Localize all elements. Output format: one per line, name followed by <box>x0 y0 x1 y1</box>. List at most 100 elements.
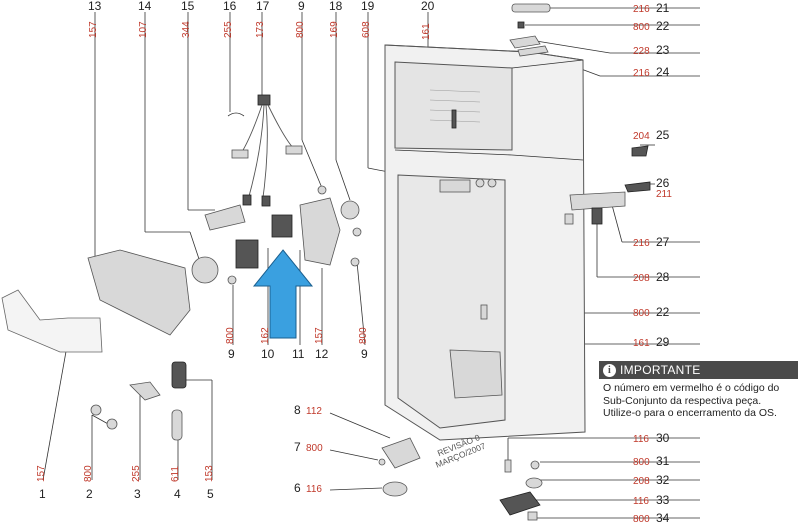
part-4 <box>171 409 183 441</box>
label-code: 800 <box>633 22 650 33</box>
label-number: 26 <box>656 176 670 190</box>
air-duct-parts <box>1 249 191 353</box>
label-number: 22 <box>656 305 670 319</box>
small-parts-bottom-left <box>90 361 187 441</box>
label-code: 173 <box>255 21 266 38</box>
part-2a <box>90 404 102 416</box>
label-number: 5 <box>207 487 214 501</box>
part-14 <box>191 256 219 284</box>
label-code: 611 <box>170 466 181 482</box>
label-code: 157 <box>88 21 99 38</box>
label-number: 21 <box>656 1 670 15</box>
label-code: 800 <box>225 327 236 344</box>
label-code: 153 <box>204 465 215 482</box>
label-number: 33 <box>656 493 670 507</box>
hinge-parts-bottom <box>499 459 543 521</box>
label-code: 800 <box>633 308 650 319</box>
important-line: Sub-Conjunto da respectiva peça. <box>603 394 762 407</box>
label-number: 15 <box>181 0 195 13</box>
callouts: 13 157 14 107 15 344 16 255 17 173 9 800… <box>36 0 672 524</box>
label-code: 216 <box>633 4 650 15</box>
label-code: 216 <box>633 68 650 79</box>
important-text: O número em vermelho é o código do Sub-C… <box>599 379 798 420</box>
label-number: 22 <box>656 19 670 33</box>
label-number: 27 <box>656 235 670 249</box>
part-17-connector <box>257 94 271 106</box>
label-number: 34 <box>656 511 670 524</box>
label-code: 162 <box>260 327 271 344</box>
label-number: 23 <box>656 43 670 57</box>
label-number: 28 <box>656 270 670 284</box>
label-number: 3 <box>134 487 141 501</box>
label-code: 107 <box>138 21 149 38</box>
label-code: 228 <box>633 46 650 57</box>
label-code: 608 <box>361 21 372 38</box>
label-number: 10 <box>261 347 275 361</box>
refrigerator-cabinet <box>384 44 586 441</box>
label-code: 800 <box>633 457 650 468</box>
label-code: 208 <box>633 476 650 487</box>
important-notice: i IMPORTANTE O número em vermelho é o có… <box>599 361 798 429</box>
info-icon: i <box>603 363 616 377</box>
evaporator-parts <box>191 94 362 285</box>
label-number: 17 <box>256 0 270 13</box>
part-12 <box>299 197 341 266</box>
label-code: 157 <box>314 327 325 344</box>
label-number: 24 <box>656 65 670 79</box>
label-code: 344 <box>181 21 192 38</box>
label-number: 1 <box>39 487 46 501</box>
label-number: 29 <box>656 335 670 349</box>
important-header: i IMPORTANTE <box>599 361 798 379</box>
label-number: 12 <box>315 347 329 361</box>
hinge-parts-right <box>480 3 651 320</box>
label-number: 9 <box>228 347 235 361</box>
label-number: 30 <box>656 431 670 445</box>
label-code: 161 <box>633 338 650 349</box>
label-code: 161 <box>421 23 432 40</box>
part-18 <box>340 200 360 220</box>
label-number: 13 <box>88 0 102 13</box>
important-line: O número em vermelho é o código do <box>603 382 780 394</box>
part-5 <box>171 361 187 389</box>
label-code: 255 <box>223 21 234 38</box>
label-code: 116 <box>633 434 649 445</box>
label-code: 800 <box>295 21 306 38</box>
direction-arrow <box>252 249 314 339</box>
label-code: 216 <box>633 238 650 249</box>
label-code: 157 <box>36 465 47 482</box>
label-number: 25 <box>656 128 670 142</box>
label-code: 255 <box>131 465 142 482</box>
label-number: 2 <box>86 487 93 501</box>
label-code: 800 <box>306 443 323 454</box>
part-16 <box>227 112 245 117</box>
label-number: 16 <box>223 0 237 13</box>
part-13 <box>87 249 191 336</box>
label-number: 18 <box>329 0 343 13</box>
part-26 <box>624 181 651 193</box>
label-code: 169 <box>329 21 340 38</box>
label-code: 211 <box>656 189 672 200</box>
label-number: 7 <box>294 440 301 454</box>
part-28 <box>591 207 603 225</box>
part-1 <box>1 289 103 353</box>
label-code: 208 <box>633 273 650 284</box>
part-11 <box>271 214 293 238</box>
part-29 <box>480 304 488 320</box>
label-code: 116 <box>633 496 649 507</box>
label-code: 204 <box>633 131 650 142</box>
part-2b <box>106 418 118 430</box>
part-8 <box>381 437 421 469</box>
label-number: 9 <box>298 0 305 13</box>
label-code: 116 <box>306 484 322 495</box>
label-number: 4 <box>174 487 181 501</box>
part-15 <box>204 204 246 231</box>
part-10 <box>235 239 259 269</box>
label-code: 112 <box>306 406 322 417</box>
part-7 <box>378 458 386 466</box>
part-25 <box>631 145 649 157</box>
label-code: 800 <box>358 327 369 344</box>
label-number: 20 <box>421 0 435 13</box>
part-27 <box>569 191 626 211</box>
label-number: 8 <box>294 403 301 417</box>
